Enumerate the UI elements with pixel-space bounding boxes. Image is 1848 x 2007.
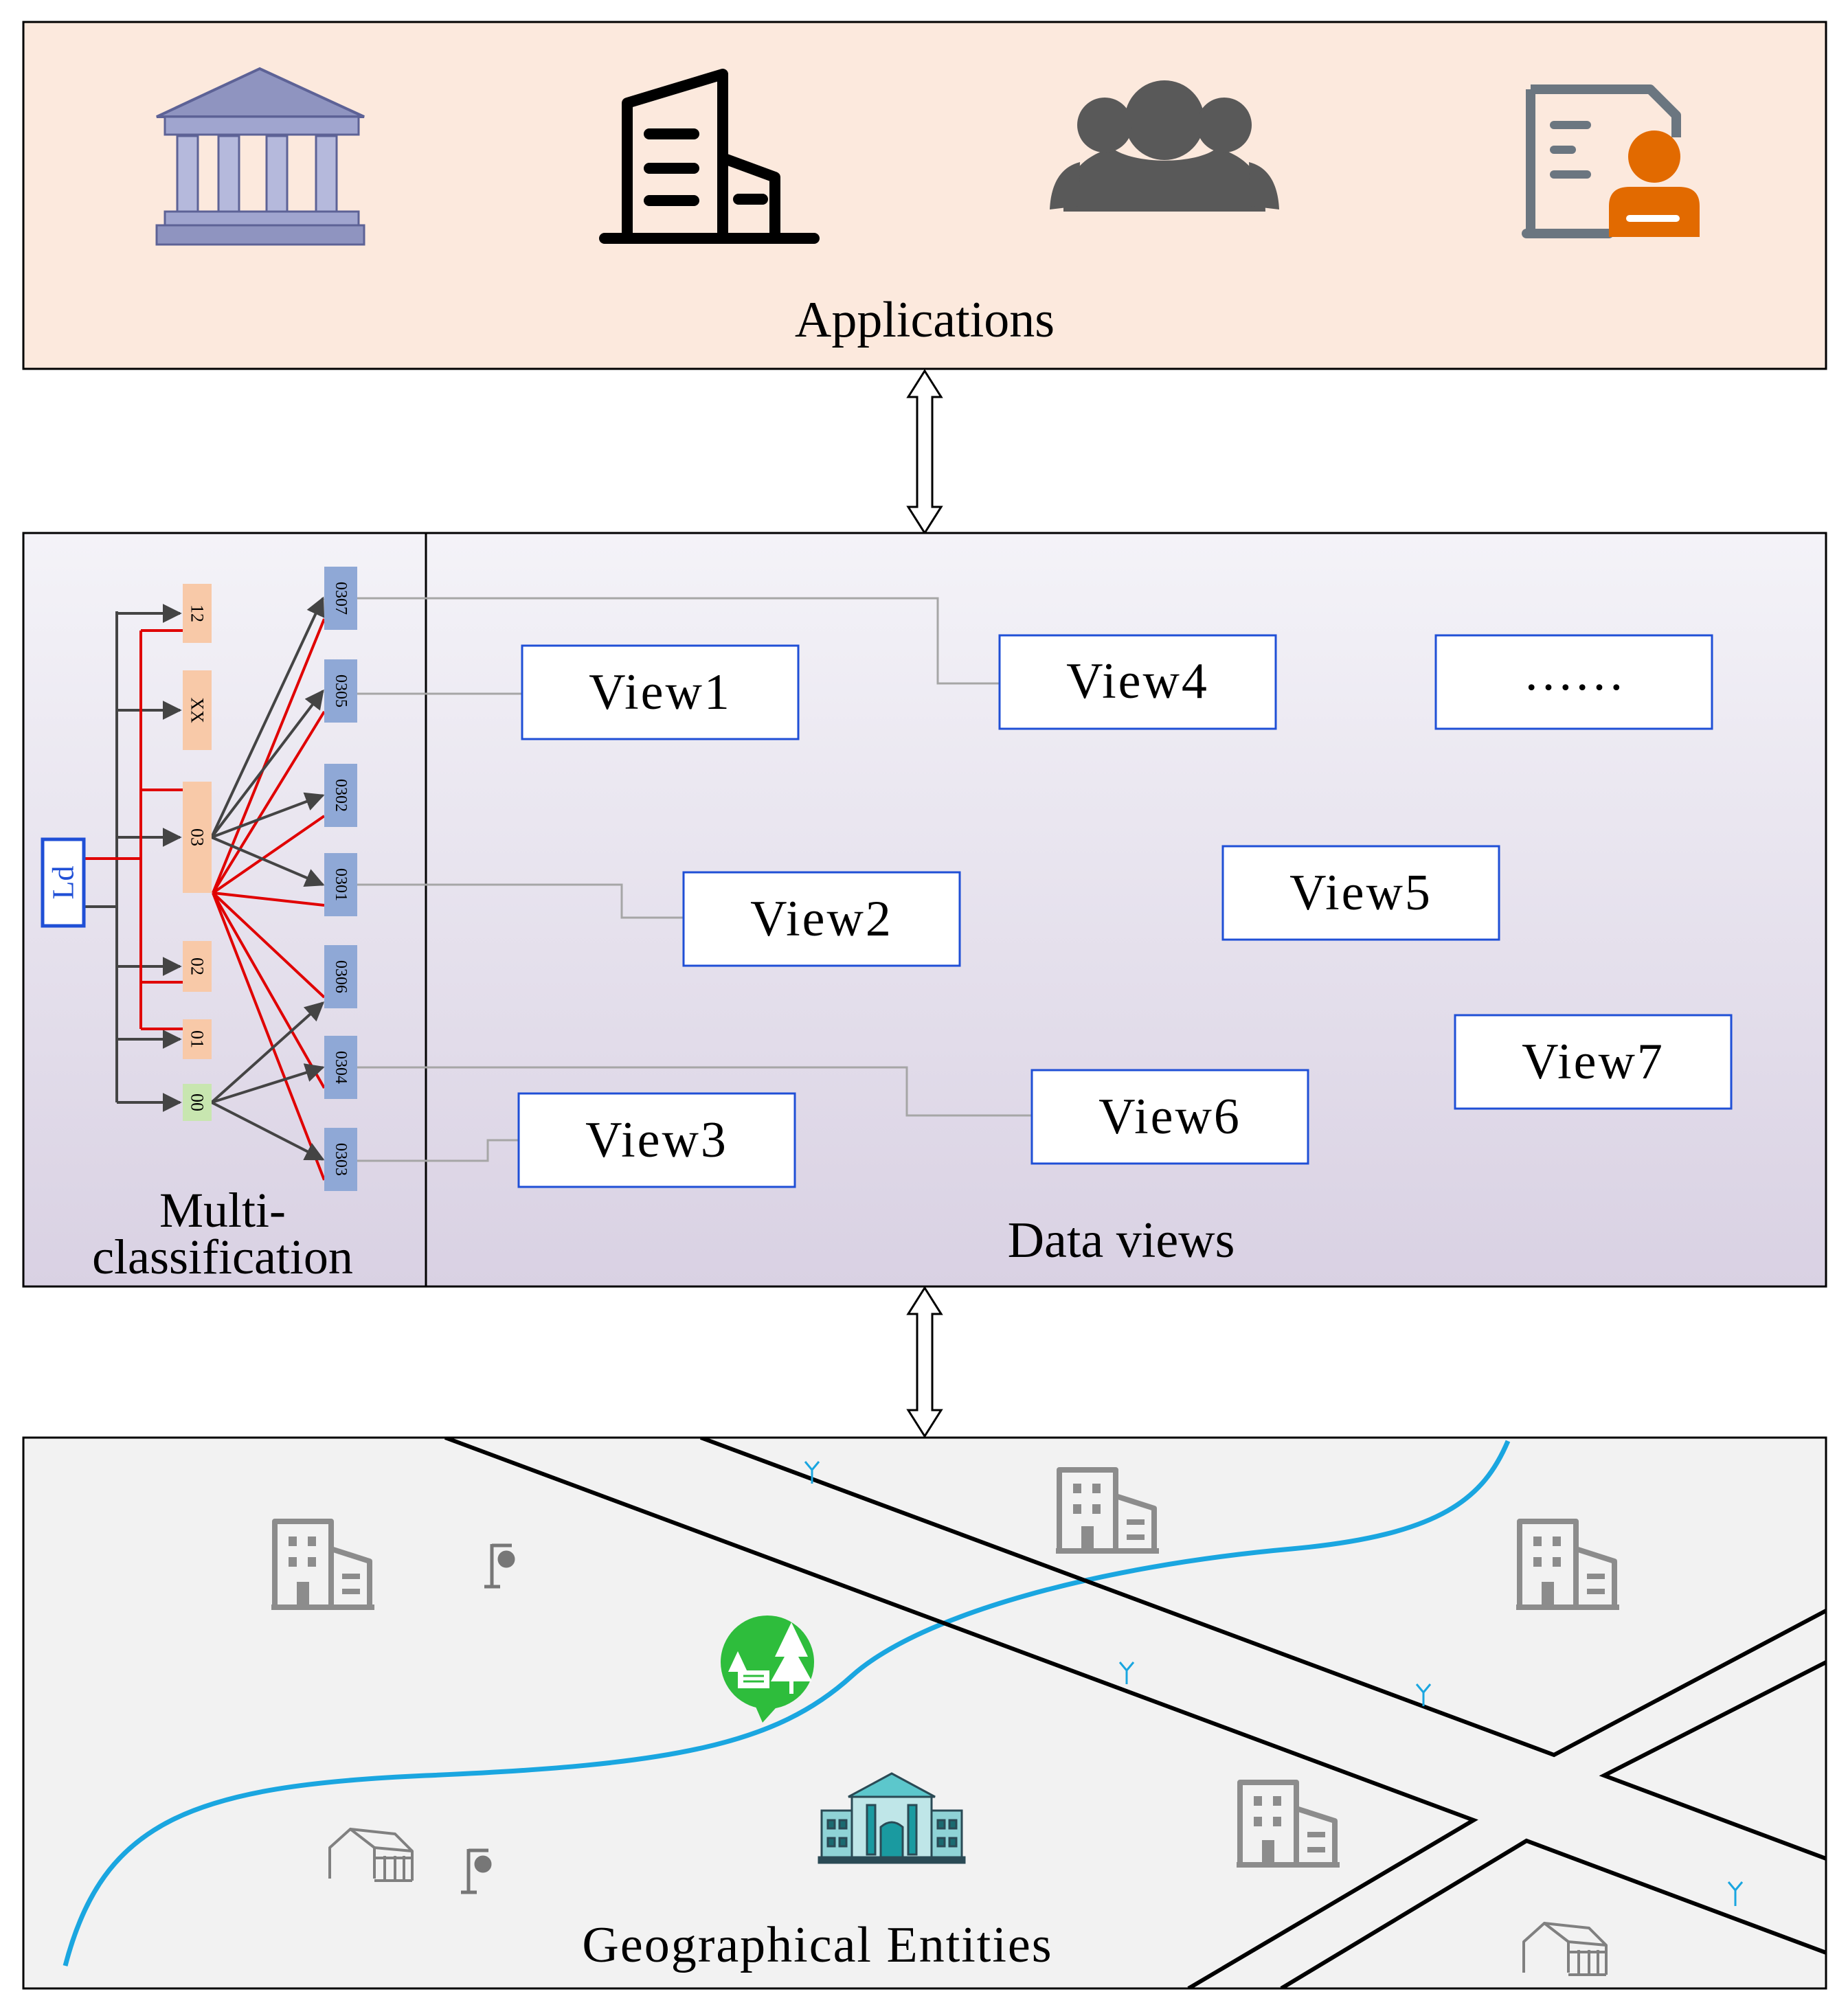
data-views-label: Data views	[1008, 1212, 1235, 1269]
house-icon	[328, 1828, 414, 1882]
view-box-label: View4	[1066, 653, 1209, 710]
tree-link-red	[212, 815, 326, 894]
building-icon	[1056, 1467, 1159, 1554]
tree-link	[211, 1063, 325, 1104]
level1-node: 00	[183, 1084, 212, 1121]
roads	[444, 1438, 1826, 1988]
level1-node-label: XX	[188, 697, 207, 723]
government-building-icon	[155, 67, 365, 246]
tree-link-red	[212, 892, 326, 1181]
level2-node-label: 0302	[332, 779, 350, 812]
root-node-label: Ld	[47, 866, 80, 900]
multi-classification-label-line1: Multi-	[159, 1183, 286, 1238]
geographical-entities-panel: Geographical Entities	[22, 1436, 1827, 1990]
level2-node: 0302	[324, 764, 357, 827]
view-box: View2	[682, 871, 961, 967]
level2-node-label: 0303	[332, 1143, 350, 1176]
view-box-label: ……	[1523, 645, 1625, 701]
river	[63, 1440, 1511, 1966]
level1-node: 02	[183, 941, 212, 992]
view-box: View7	[1454, 1014, 1733, 1110]
street-lamp-icon	[461, 1848, 492, 1894]
tree-link-red	[212, 710, 326, 894]
view-box-label: View3	[585, 1112, 728, 1168]
view-box-label: View2	[750, 891, 893, 947]
view-box-label: View5	[1289, 865, 1432, 921]
level1-node-label: 00	[188, 1093, 207, 1111]
user-group-icon	[1050, 80, 1279, 212]
street-lamp-icon	[484, 1543, 515, 1589]
multi-classification-tree: Ld 12 XX 03 02 01 00 0307	[41, 567, 357, 1284]
tree-link	[210, 1001, 325, 1104]
view-box-label: View6	[1098, 1089, 1241, 1145]
level2-node: 0301	[324, 853, 357, 916]
level1-node: XX	[183, 670, 212, 750]
tree-link	[211, 836, 325, 887]
double-arrow-top	[906, 369, 943, 535]
level2-node-label: 0305	[332, 674, 350, 707]
level2-node: 0305	[324, 659, 357, 723]
root-node: Ld	[41, 837, 86, 928]
tree-icon	[1118, 1662, 1135, 1684]
tree-icon	[1727, 1881, 1744, 1906]
level2-node: 0304	[324, 1036, 357, 1099]
double-arrow-bottom	[906, 1286, 943, 1438]
view-box-label: View7	[1522, 1034, 1665, 1090]
level1-node-label: 12	[188, 604, 207, 622]
park-pin-icon	[721, 1615, 814, 1723]
tree-link-red	[212, 892, 325, 907]
museum-icon	[818, 1772, 966, 1864]
level1-node-label: 03	[188, 828, 207, 846]
document-person-icon	[1522, 84, 1700, 238]
tree-link-red	[212, 892, 326, 999]
level1-node-label: 02	[188, 957, 207, 975]
applications-panel: Applications	[22, 21, 1827, 370]
tree-link	[210, 596, 325, 838]
multi-classification-label-line2: classification	[92, 1229, 353, 1284]
view-box: ……	[1434, 634, 1713, 730]
tree-icon	[804, 1461, 820, 1484]
building-icon	[1237, 1780, 1340, 1868]
tree-link-red	[212, 892, 326, 1089]
building-icon	[1516, 1519, 1619, 1610]
level1-node-label: 01	[188, 1030, 207, 1048]
level2-node: 0303	[324, 1128, 357, 1191]
level1-node: 01	[183, 1019, 212, 1059]
tree-link	[210, 689, 324, 839]
view-box: View6	[1030, 1069, 1309, 1165]
tree-icon	[1415, 1683, 1432, 1706]
geographical-entities-label: Geographical Entities	[582, 1917, 1052, 1973]
level1-node: 12	[183, 584, 212, 643]
view-box: View1	[521, 644, 800, 740]
view-box: View3	[517, 1092, 796, 1188]
level1-node: 03	[183, 782, 212, 893]
level2-node: 0306	[324, 945, 357, 1008]
view-box-label: View1	[589, 664, 732, 721]
level2-node-label: 0304	[332, 1051, 350, 1084]
building-icon	[271, 1519, 374, 1610]
level2-node-label: 0301	[332, 868, 350, 901]
tree-link	[211, 792, 325, 839]
level2-node-label: 0307	[332, 582, 350, 615]
data-views: View1 View4 …… View2 View5 View7 View6	[517, 634, 1733, 1269]
office-building-icon	[599, 69, 820, 244]
view-connectors	[357, 597, 1032, 1162]
view-box: View4	[998, 634, 1277, 730]
tree-link	[211, 1101, 325, 1161]
applications-label: Applications	[795, 292, 1055, 348]
level2-node-label: 0306	[332, 960, 350, 993]
house-icon	[1522, 1922, 1608, 1976]
level2-node: 0307	[324, 567, 357, 630]
view-box: View5	[1221, 845, 1500, 941]
